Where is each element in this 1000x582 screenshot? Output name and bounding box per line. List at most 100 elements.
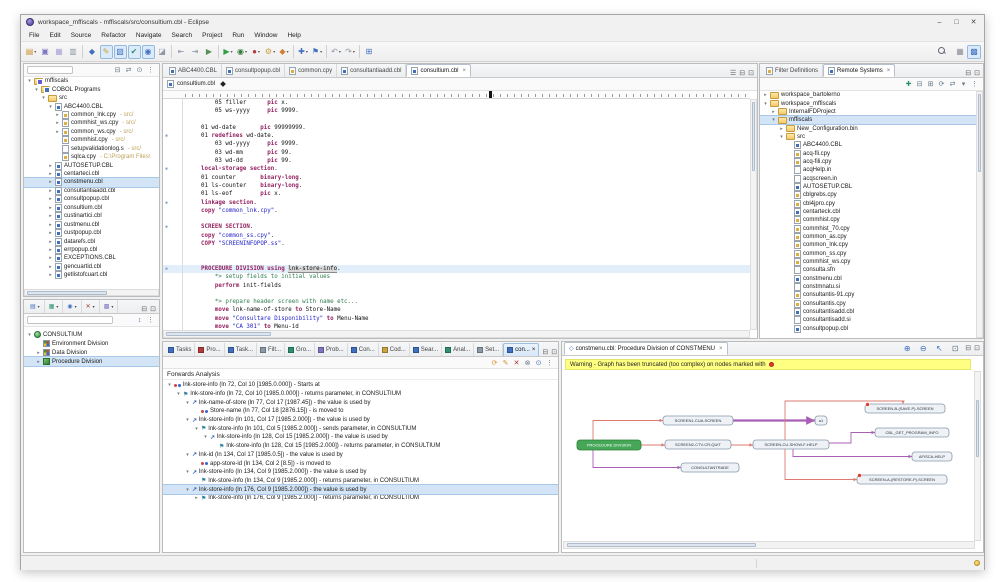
tree-caret-icon[interactable]: ▸	[49, 255, 52, 262]
tree-item[interactable]: common_as.cpy	[760, 233, 976, 242]
tab-outline-structure[interactable]: ▤▾	[26, 300, 45, 313]
tree-caret-icon[interactable]: ▾	[764, 100, 767, 107]
tree-caret-icon[interactable]: ▸	[49, 196, 52, 203]
code-line[interactable]: *> prepare header screen with name etc..…	[163, 298, 750, 307]
tree-item[interactable]: acq-fili.cpy	[760, 157, 976, 166]
call-graph-tab[interactable]: ◇ constmenu.cbl: Procedure Division of C…	[564, 342, 728, 355]
debug-shield-icon[interactable]: ◆	[88, 47, 96, 56]
tree-item[interactable]: setupvalidationlog.s- src/	[24, 144, 159, 153]
view-menu-icon[interactable]: ⋮	[147, 67, 154, 74]
minimize-button[interactable]: –	[937, 18, 942, 26]
tree-caret-icon[interactable]: ▸	[56, 120, 59, 127]
code-line[interactable]: 03 wd-dd pic 99.	[163, 157, 750, 166]
tab-outline-copybooks[interactable]: ▦▾	[45, 300, 64, 313]
code-line[interactable]: 05 filler pic x.	[163, 99, 750, 108]
tree-caret-icon[interactable]: ▾	[186, 417, 189, 424]
fold-marker[interactable]	[163, 107, 183, 116]
fold-marker[interactable]	[163, 323, 183, 330]
fold-marker[interactable]	[163, 273, 183, 282]
menu-item-window[interactable]: Window	[254, 31, 278, 39]
tree-caret-icon[interactable]: ▾	[780, 133, 783, 140]
fold-marker[interactable]	[163, 281, 183, 290]
tree-item[interactable]: acqscreen.in	[760, 174, 976, 183]
select-pointer-icon[interactable]: ↖	[935, 343, 943, 353]
close-button[interactable]: ✕	[970, 19, 977, 26]
coverage-icon[interactable]: ◆▾	[279, 47, 289, 56]
graph-node-n8[interactable]: AFISCA-HELP	[911, 451, 953, 462]
fold-marker[interactable]	[163, 298, 183, 307]
fit-to-window-icon[interactable]: ⊡	[951, 343, 959, 353]
external-tools-icon[interactable]: ⚙▾	[264, 47, 276, 56]
code-line[interactable]: 03 wd-yyyy pic 9999.	[163, 140, 750, 149]
zoom-in-icon[interactable]: ⊕	[903, 343, 911, 353]
tree-item[interactable]: ▸errpopup.cbl	[49, 245, 98, 254]
tree-item[interactable]: ▸Data Division	[37, 349, 88, 356]
tree-item[interactable]: commhist_ws.cpy	[760, 258, 976, 267]
tab-cod-[interactable]: Cod...	[379, 343, 410, 356]
tree-item[interactable]: ▾ABC4400.CBL	[49, 102, 104, 111]
minimize-view-icon[interactable]: ⊟	[739, 70, 746, 77]
tab-gro-[interactable]: Gro...	[285, 343, 316, 356]
view-menu-icon[interactable]: ⋮	[546, 359, 553, 367]
tab-consultantiaadd-cbl[interactable]: consultantiaadd.cbl	[337, 64, 407, 77]
delete-all-icon[interactable]: ⊗	[524, 359, 531, 367]
tab-common-cpy[interactable]: common.cpy	[285, 64, 338, 77]
code-line[interactable]: COPY "SCREENINFOPOP.ss".	[163, 240, 750, 249]
tree-caret-icon[interactable]: ▸	[49, 263, 52, 270]
analysis-row[interactable]: ⚑lnk-store-info (ln 128, Col 15 [1985.2.…	[219, 443, 441, 450]
tree-item[interactable]: acqHelp.in	[760, 166, 976, 175]
java-perspective-icon[interactable]: ▦	[956, 47, 964, 56]
back-icon[interactable]: ↶▾	[331, 47, 341, 56]
close-tab-icon[interactable]: ×	[719, 345, 723, 352]
tree-item[interactable]: ▾mffiscals	[28, 77, 69, 85]
zoom-out-icon[interactable]: ⊖	[919, 343, 927, 353]
analysis-row[interactable]: app-store-id (ln 134, Col 2 [8.5]) - is …	[163, 459, 558, 468]
column-ruler[interactable]	[163, 91, 750, 99]
fold-marker[interactable]	[163, 240, 183, 249]
code-line[interactable]: 05 ws-yyyy pic 9999.	[163, 107, 750, 116]
debug-bug-icon[interactable]: ◉	[141, 44, 155, 59]
tab-abc4400-cbl[interactable]: ABC4400.CBL	[165, 64, 223, 77]
analysis-row[interactable]: ▾lnk-store-info (ln 72, Col 10 [1985.0.0…	[168, 382, 320, 389]
graph-node-n6[interactable]: SCREEN-B-(SAVE-P)-SCREEN	[864, 402, 946, 414]
maximize-view-icon[interactable]: ⊡	[974, 345, 980, 352]
analysis-row[interactable]: ▾↗lnk-store-info (ln 128, Col 15 [1985.2…	[204, 434, 388, 441]
code-line[interactable]: *> setup fields to initial values	[163, 273, 750, 282]
tree-item[interactable]: ▸consultium.cbl	[49, 203, 103, 212]
link-editor-icon[interactable]: ⇄	[949, 81, 956, 88]
tree-item[interactable]: consultantisadd.cbl	[760, 308, 976, 317]
close-tab-icon[interactable]: ×	[462, 67, 466, 74]
tab-anal-[interactable]: Anal...	[442, 343, 475, 356]
tree-item[interactable]: ▾CONSULTIUM	[28, 331, 83, 338]
tree-item[interactable]: common_lnk.cpy	[760, 241, 976, 250]
tree-item[interactable]: cbl4jpro.cpy	[760, 199, 976, 208]
tree-item[interactable]: ▾workspace_mffiscals	[764, 100, 837, 108]
tree-item[interactable]: consultantis.cpy	[760, 299, 976, 308]
tree-item[interactable]: ▸common_lnk.cpy- src/	[56, 110, 134, 119]
resume-icon[interactable]: ▶	[205, 47, 213, 56]
code-line[interactable]: ▪ PROCEDURE DIVISION using lnk-store-inf…	[163, 264, 750, 274]
tree-caret-icon[interactable]: ▾	[186, 399, 189, 406]
graph-node-n7[interactable]: CBL_GET_PROGRAM_INFO	[874, 427, 950, 438]
maximize-view-icon[interactable]: ⊡	[150, 306, 156, 313]
analysis-row[interactable]: ▾↗lnk-id (ln 134, Col 17 [1985.0.5]) - t…	[186, 451, 343, 459]
menu-item-project[interactable]: Project	[202, 31, 223, 39]
tree-item[interactable]: commhist.cpy	[760, 216, 976, 225]
delete-icon[interactable]: ✕	[513, 359, 520, 367]
remote-perspective-icon[interactable]: ▩	[967, 44, 981, 59]
tree-item[interactable]: ▸datarefs.cbl	[49, 237, 96, 246]
export-icon[interactable]: ⊙	[535, 359, 542, 367]
close-tab-icon[interactable]: ×	[531, 347, 536, 353]
maximize-view-icon[interactable]: ⊡	[748, 70, 754, 77]
tree-caret-icon[interactable]: ▾	[186, 486, 189, 493]
code-line[interactable]: ▪ 01 redefines wd-date.	[165, 132, 275, 141]
code-line[interactable]	[163, 256, 750, 265]
analysis-row[interactable]: ▸⚑lnk-store-info (ln 176, Col 9 [1985.2.…	[195, 495, 420, 502]
tree-item[interactable]: consultantisadd.si	[760, 316, 976, 325]
edit-pencil-icon[interactable]: ✎	[99, 44, 113, 59]
tree-caret-icon[interactable]: ▸	[56, 128, 59, 135]
tree-caret-icon[interactable]: ▸	[37, 358, 40, 365]
tree-caret-icon[interactable]: ▸	[49, 221, 52, 228]
save-all-icon[interactable]: ▦	[55, 47, 63, 56]
menu-item-search[interactable]: Search	[171, 31, 193, 39]
